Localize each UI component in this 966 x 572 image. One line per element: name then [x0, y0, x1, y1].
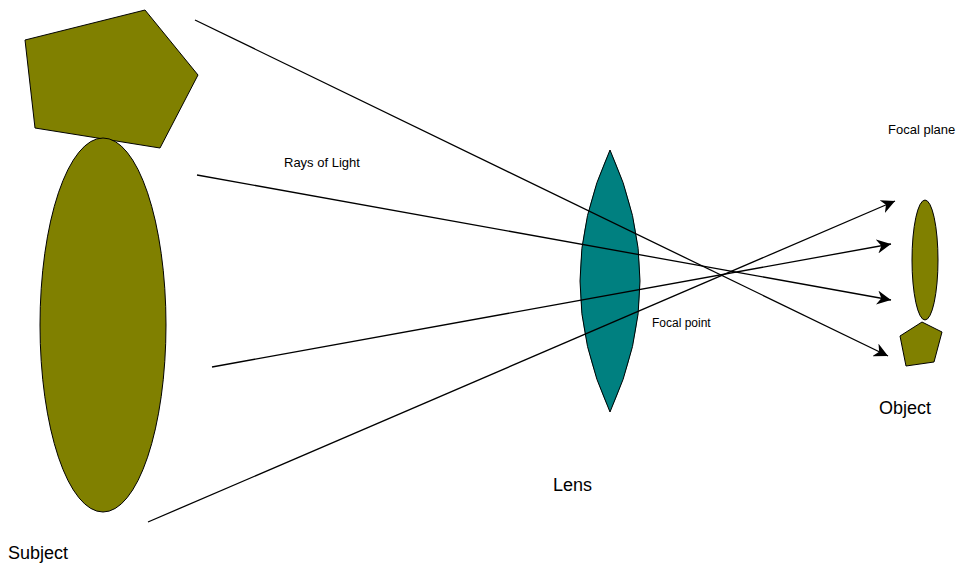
- subject-pentagon: [25, 10, 198, 148]
- light-ray: [148, 201, 895, 522]
- subject-label: Subject: [8, 543, 68, 564]
- light-ray: [195, 20, 888, 356]
- ray-label: Rays of Light: [284, 156, 360, 171]
- light-ray: [197, 175, 891, 300]
- lens-shape: [580, 150, 640, 412]
- lens-label: Lens: [553, 475, 592, 496]
- plane-label: Focal plane: [888, 123, 955, 138]
- object-pentagon: [900, 322, 942, 366]
- object-ellipse: [912, 200, 938, 320]
- point-label: Focal point: [651, 317, 712, 331]
- object-label: Object: [879, 398, 931, 419]
- subject-ellipse: [40, 138, 166, 512]
